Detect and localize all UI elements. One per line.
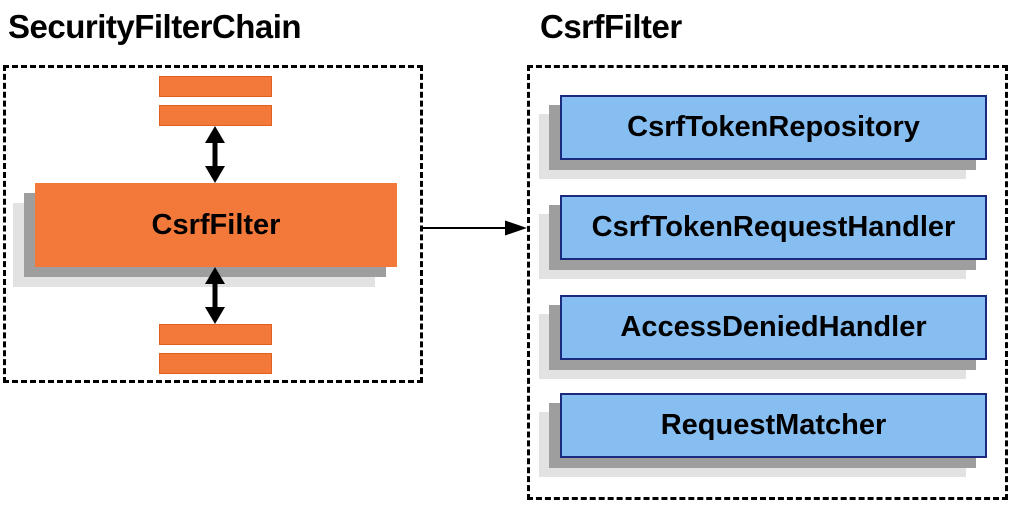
csrf-filter-box: CsrfFilter [35, 183, 397, 267]
component-box-label: CsrfTokenRequestHandler [591, 211, 956, 243]
component-box-label: AccessDeniedHandler [620, 311, 927, 343]
filter-placeholder-bar [159, 324, 272, 345]
csrf-filter-box-label: CsrfFilter [151, 208, 281, 241]
component-box-label: RequestMatcher [660, 409, 887, 441]
security-filter-chain-box [3, 65, 423, 383]
left-panel-title: SecurityFilterChain [8, 8, 302, 45]
filter-placeholder-bar [159, 353, 272, 374]
component-box-request-matcher: RequestMatcher [560, 393, 987, 458]
component-box-label: CsrfTokenRepository [627, 111, 920, 143]
right-panel-title: CsrfFilter [540, 8, 682, 45]
double-arrow-icon [205, 126, 225, 183]
double-arrow-icon [205, 267, 225, 324]
component-box-access-denied-handler: AccessDeniedHandler [560, 295, 987, 360]
component-box-csrf-token-request-handler: CsrfTokenRequestHandler [560, 195, 987, 260]
filter-placeholder-bar [159, 105, 272, 126]
arrow-right-icon [423, 220, 527, 236]
component-box-csrf-token-repository: CsrfTokenRepository [560, 95, 987, 160]
filter-placeholder-bar [159, 76, 272, 97]
csrf-filter-components-box [527, 65, 1008, 500]
